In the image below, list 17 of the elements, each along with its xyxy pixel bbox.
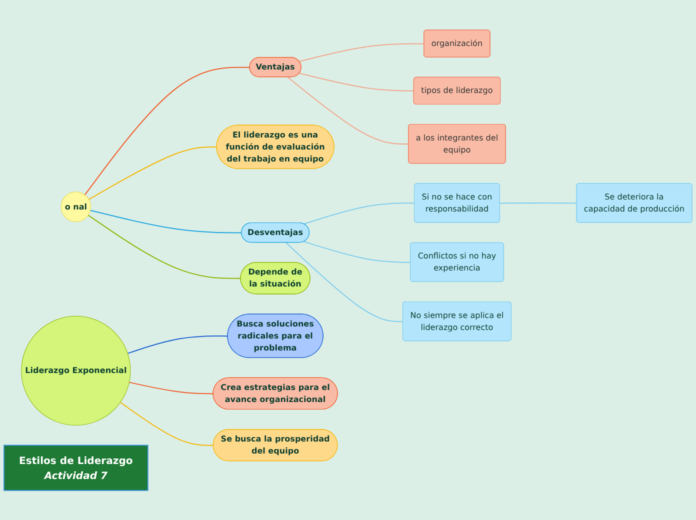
connector [304,240,411,263]
connector [88,146,217,200]
connector [299,43,424,62]
node-circle: o nal [60,191,92,222]
node-box: Estilos de Liderazgo Actividad 7 [4,444,148,491]
connector [127,335,228,354]
connector [84,66,250,195]
connector [304,202,415,224]
connector [90,210,242,234]
connector [120,402,214,446]
node-circle: Liderazgo Exponencial [21,316,131,426]
connector [88,214,241,279]
connector [287,76,409,144]
connector [500,202,577,204]
connector [299,72,414,92]
connector [129,382,214,394]
connector [286,242,403,322]
